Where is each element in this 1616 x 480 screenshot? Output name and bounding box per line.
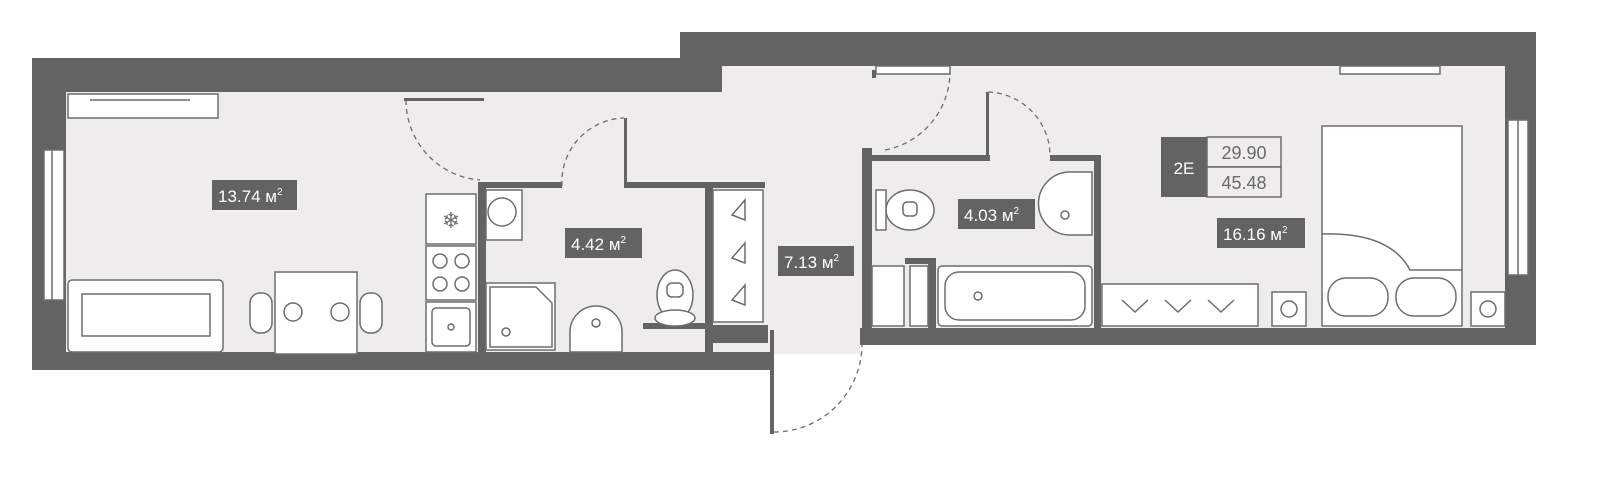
apartment-type: 2E (1174, 159, 1195, 178)
room-label-living-room: 13.74 м2 (212, 180, 297, 210)
svg-text:7.13 м2: 7.13 м2 (784, 253, 840, 272)
windows (43, 65, 1529, 301)
total-area: 45.48 (1221, 173, 1266, 193)
doors (405, 71, 1051, 433)
living-area: 29.90 (1221, 143, 1266, 163)
snowflake-icon: ❄ (442, 208, 460, 233)
room-label-bathroom-1: 4.42 м2 (565, 228, 642, 258)
room-label-bedroom: 16.16 м2 (1217, 218, 1305, 248)
room-label-hallway: 7.13 м2 (778, 246, 854, 276)
room-label-bathroom-2: 4.03 м2 (958, 199, 1035, 229)
outer-walls (32, 32, 1536, 434)
svg-text:4.42 м2: 4.42 м2 (571, 235, 627, 254)
svg-text:16.16 м2: 16.16 м2 (1223, 225, 1288, 244)
apartment-badge: 2E 29.90 45.48 (1161, 136, 1282, 198)
svg-text:13.74 м2: 13.74 м2 (218, 187, 283, 206)
furniture: ❄ (67, 125, 1506, 355)
svg-text:4.03 м2: 4.03 м2 (964, 206, 1020, 225)
